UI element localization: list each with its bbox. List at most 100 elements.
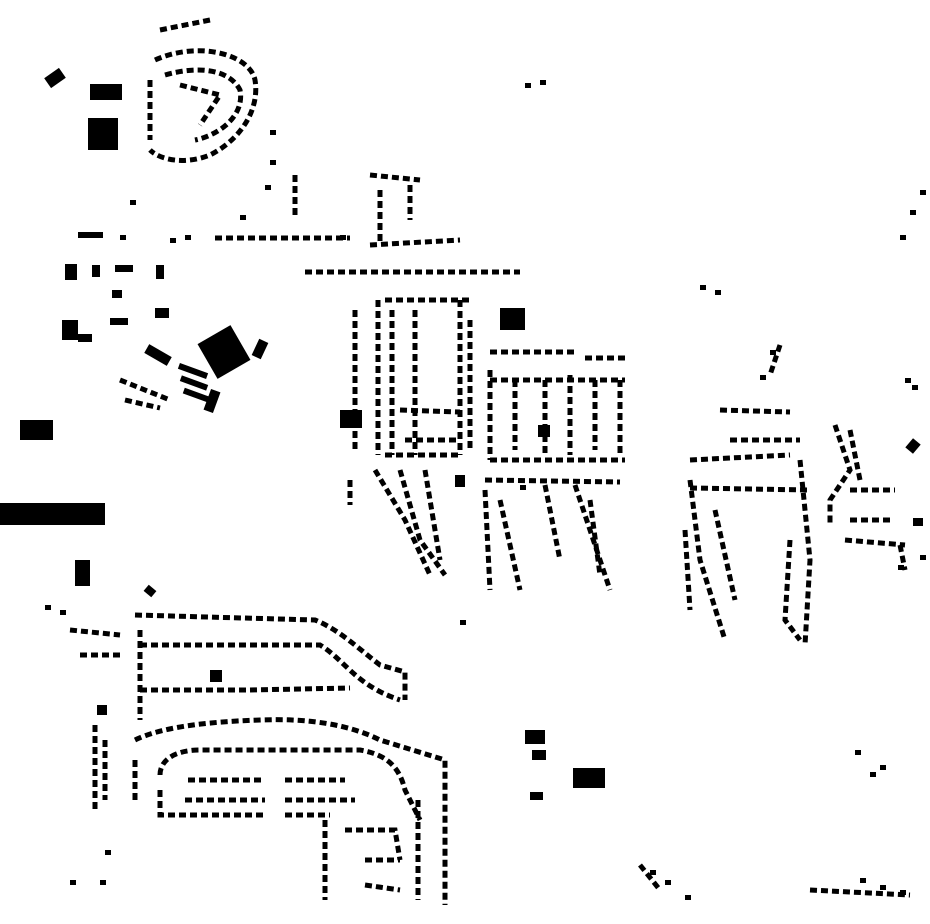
house-row — [164, 67, 244, 143]
building — [182, 387, 210, 403]
house-row — [399, 407, 461, 415]
building — [144, 344, 172, 366]
building — [203, 388, 221, 414]
building — [0, 503, 105, 525]
house-row — [69, 627, 121, 638]
house-row — [397, 469, 448, 577]
building — [179, 375, 209, 391]
house-row — [712, 509, 738, 601]
building — [156, 265, 164, 279]
small-building — [912, 385, 918, 390]
building — [177, 363, 209, 379]
house-row — [689, 485, 811, 493]
building — [500, 308, 525, 330]
small-building — [130, 200, 136, 205]
small-building — [265, 185, 271, 190]
small-building — [460, 620, 466, 625]
small-building — [185, 235, 191, 240]
small-building — [700, 285, 706, 290]
house-row — [809, 887, 911, 898]
street-house-rows — [69, 17, 911, 905]
house-row — [847, 429, 863, 481]
building — [75, 560, 90, 586]
scattered-buildings — [45, 80, 926, 900]
small-building — [880, 885, 886, 890]
small-building — [900, 235, 906, 240]
house-row — [638, 863, 662, 892]
building — [155, 308, 169, 318]
building — [573, 768, 605, 788]
building — [92, 265, 100, 277]
small-building — [520, 485, 526, 490]
small-building — [715, 290, 721, 295]
small-building — [770, 350, 776, 355]
building — [78, 334, 92, 342]
small-building — [760, 375, 766, 380]
building — [913, 518, 923, 526]
house-row — [682, 529, 693, 611]
building — [210, 670, 222, 682]
building — [78, 232, 103, 238]
house-row — [689, 452, 791, 463]
house-row — [369, 237, 461, 248]
small-building — [685, 895, 691, 900]
building — [532, 750, 546, 760]
building — [115, 265, 133, 272]
house-row — [587, 499, 603, 576]
house-row — [767, 344, 783, 376]
house-row — [133, 717, 448, 905]
small-building — [855, 750, 861, 755]
small-building — [905, 378, 911, 383]
house-row — [157, 747, 423, 822]
small-building — [70, 880, 76, 885]
building — [97, 705, 107, 715]
house-row — [140, 685, 351, 693]
building — [110, 318, 128, 325]
building — [530, 792, 543, 800]
small-building — [525, 83, 531, 88]
house-row — [484, 477, 621, 485]
house-row — [124, 397, 161, 411]
house-row — [372, 468, 433, 577]
small-building — [665, 880, 671, 885]
house-row — [140, 642, 401, 703]
small-building — [45, 605, 51, 610]
building — [20, 420, 53, 440]
building — [251, 338, 269, 360]
small-building — [870, 772, 876, 777]
building — [455, 475, 465, 487]
house-row — [719, 407, 791, 415]
small-building — [880, 765, 886, 770]
small-building — [860, 878, 866, 883]
house-row — [687, 479, 728, 641]
building — [65, 264, 77, 280]
house-row — [119, 377, 171, 403]
building — [197, 325, 251, 379]
small-building — [60, 610, 66, 615]
building — [143, 584, 157, 598]
house-row — [157, 790, 330, 818]
house-row — [345, 827, 403, 861]
house-row — [797, 459, 813, 646]
small-building — [650, 870, 656, 875]
house-row — [844, 537, 906, 548]
small-building — [920, 190, 926, 195]
building — [905, 438, 921, 454]
house-row — [482, 489, 493, 591]
small-building — [340, 235, 346, 240]
house-row — [159, 17, 211, 33]
small-building — [920, 555, 926, 560]
small-building — [100, 880, 106, 885]
building — [525, 730, 545, 744]
building — [62, 320, 78, 340]
house-row — [369, 172, 421, 183]
house-row — [422, 469, 443, 561]
house-row — [179, 82, 225, 127]
house-row — [134, 612, 408, 700]
house-row — [897, 544, 908, 571]
small-building — [910, 210, 916, 215]
small-building — [540, 80, 546, 85]
